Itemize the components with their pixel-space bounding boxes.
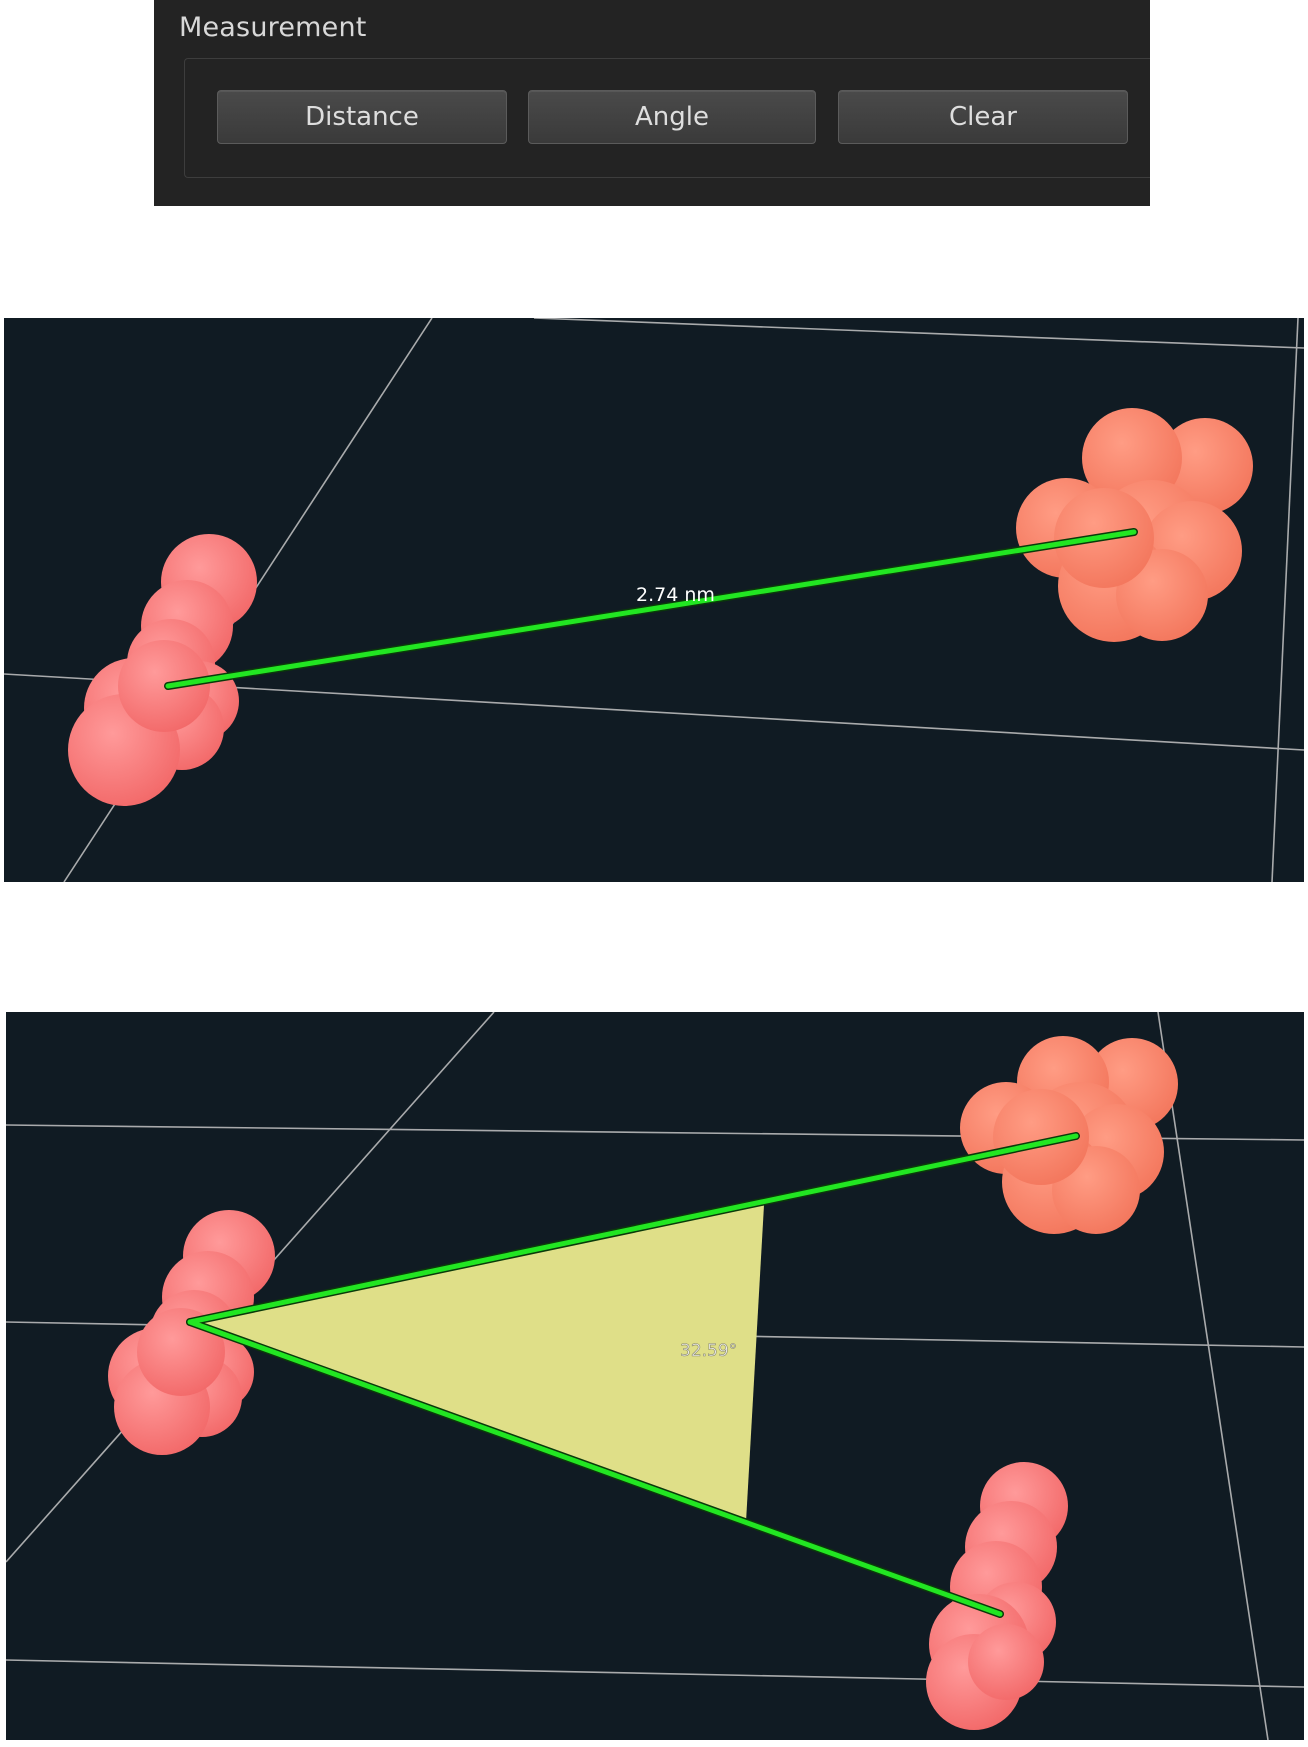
angle-viewport[interactable]: 32.59° <box>6 1012 1304 1740</box>
clear-button[interactable]: Clear <box>838 90 1128 144</box>
molecule-bottom-right[interactable] <box>926 1462 1068 1730</box>
measurement-panel: Measurement Distance Angle Clear <box>154 0 1150 206</box>
panel-title: Measurement <box>179 12 367 43</box>
molecule-top-right[interactable] <box>960 1036 1178 1234</box>
molecule-left[interactable] <box>68 534 257 806</box>
angle-button[interactable]: Angle <box>528 90 816 144</box>
angle-arms <box>186 1132 1080 1618</box>
distance-line-core <box>165 529 1137 689</box>
angle-sector <box>190 1205 764 1522</box>
distance-button[interactable]: Distance <box>217 90 507 144</box>
distance-viewport[interactable]: 2.74 nm <box>4 318 1304 882</box>
button-group-frame <box>184 58 1150 178</box>
angle-scene[interactable]: 32.59° <box>6 1012 1304 1740</box>
distance-label: 2.74 nm <box>636 584 715 606</box>
molecule-right[interactable] <box>1016 408 1253 642</box>
distance-scene[interactable]: 2.74 nm <box>4 318 1304 882</box>
angle-label: 32.59° <box>680 1341 737 1361</box>
